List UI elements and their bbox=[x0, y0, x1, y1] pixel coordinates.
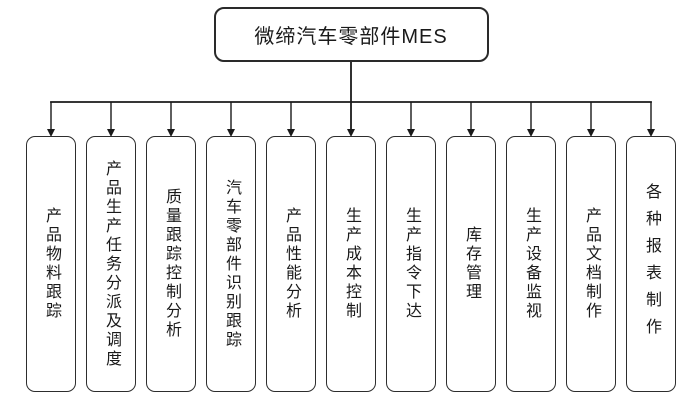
module-label: 汽车零部件识别跟踪 bbox=[223, 178, 240, 350]
module-label: 生产成本控制 bbox=[343, 207, 360, 321]
module-label: 产品性能分析 bbox=[283, 207, 300, 321]
root-node-label: 微缔汽车零部件MES bbox=[254, 26, 448, 48]
module-node-quality-tracking-analysis: 质量跟踪控制分析 bbox=[146, 136, 196, 392]
module-node-report-creation: 各种报表制作 bbox=[626, 136, 676, 392]
module-node-product-document-creation: 产品文档制作 bbox=[566, 136, 616, 392]
module-row: 产品物料跟踪 产品生产任务分派及调度 质量跟踪控制分析 汽车零部件识别跟踪 产品… bbox=[26, 136, 676, 392]
module-node-production-cost-control: 生产成本控制 bbox=[326, 136, 376, 392]
module-node-product-performance-analysis: 产品性能分析 bbox=[266, 136, 316, 392]
module-label: 产品生产任务分派及调度 bbox=[103, 159, 120, 369]
module-label: 产品文档制作 bbox=[583, 207, 600, 321]
module-label: 生产指令下达 bbox=[403, 207, 420, 321]
module-node-inventory-management: 库存管理 bbox=[446, 136, 496, 392]
module-label: 产品物料跟踪 bbox=[43, 207, 60, 321]
module-label: 库存管理 bbox=[463, 226, 480, 302]
module-label: 质量跟踪控制分析 bbox=[163, 188, 180, 340]
module-label: 生产设备监视 bbox=[523, 207, 540, 321]
module-node-production-order-issuing: 生产指令下达 bbox=[386, 136, 436, 392]
root-node: 微缔汽车零部件MES bbox=[213, 7, 489, 62]
module-label: 各种报表制作 bbox=[643, 183, 660, 345]
module-node-part-identification-tracking: 汽车零部件识别跟踪 bbox=[206, 136, 256, 392]
module-node-equipment-monitoring: 生产设备监视 bbox=[506, 136, 556, 392]
module-node-product-material-tracking: 产品物料跟踪 bbox=[26, 136, 76, 392]
module-node-task-dispatch-scheduling: 产品生产任务分派及调度 bbox=[86, 136, 136, 392]
